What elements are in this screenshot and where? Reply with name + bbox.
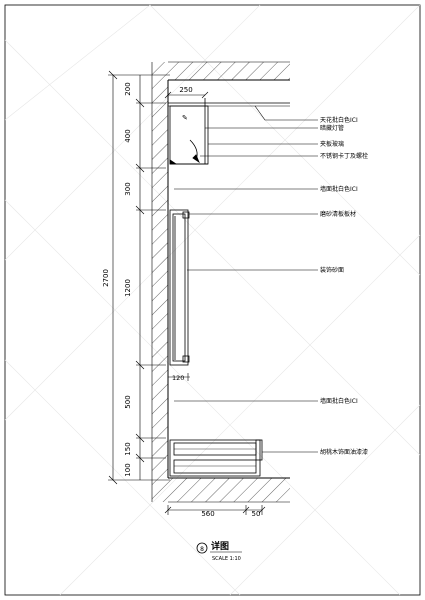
watermark-pattern <box>4 4 421 596</box>
dim-segment-label: 500 <box>124 395 132 408</box>
dim-segment-label: 150 <box>124 442 132 455</box>
dim-segment-label: 200 <box>124 82 132 95</box>
top-width-dimension <box>164 91 209 99</box>
mirror-panel <box>169 209 190 366</box>
top-width-label: 250 <box>179 86 192 94</box>
annotation-frosted-glass: 装饰砂面 <box>320 266 344 274</box>
dim-segment-label: 300 <box>124 182 132 195</box>
dim-segment-label: 100 <box>124 463 132 476</box>
bottom-width-label: 50 <box>252 510 261 518</box>
dim-segment-label: 1200 <box>124 279 132 297</box>
ceiling-slab <box>168 62 290 80</box>
detail-title: 8 详图 SCALE 1:10 <box>196 540 242 562</box>
annotation-walnut-veneer: 胡桃木饰面油漆漆 <box>320 448 368 456</box>
bottom-width-label: 560 <box>201 510 214 518</box>
annotation-ceiling-finish: 天花批白色ICI <box>320 116 358 124</box>
detail-scale-label: SCALE 1:10 <box>212 556 241 562</box>
wall-section <box>152 62 168 502</box>
annotation-wall-finish-lower: 墙面批白色ICI <box>320 397 358 405</box>
shelf-depth-label: 120 <box>172 374 184 382</box>
dim-total-label: 2700 <box>102 269 110 287</box>
shelf-depth-dimension <box>168 373 190 381</box>
detail-title-label: 详图 <box>211 540 229 552</box>
ceiling-light-box <box>168 98 290 165</box>
leader-lines <box>174 105 318 453</box>
light-bulb-icon: ✎ <box>182 114 188 122</box>
bottom-width-dimension <box>164 505 266 515</box>
sheet-border <box>4 4 421 596</box>
detail-marker-label: 8 <box>200 546 204 553</box>
annotation-mirror-board: 磨砂清板板材 <box>320 210 356 218</box>
dim-segment-label: 400 <box>124 129 132 142</box>
annotation-steel-clip: 不锈钢卡丁及螺栓 <box>320 152 368 160</box>
annotation-hidden-light: 暗藏灯管 <box>320 124 344 132</box>
floor-slab <box>168 478 290 502</box>
base-cabinet <box>169 439 263 477</box>
detail-marker <box>196 542 208 554</box>
annotation-wall-finish: 墙面批白色ICI <box>320 185 358 193</box>
annotation-glass-panel: 夹板玻璃 <box>320 140 344 148</box>
